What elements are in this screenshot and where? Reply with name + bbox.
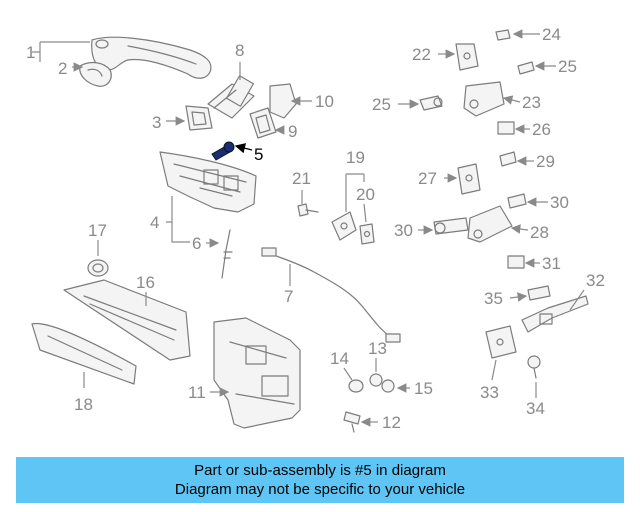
label-14: 14 — [330, 349, 349, 368]
label-7: 7 — [284, 287, 293, 306]
label-12: 12 — [382, 413, 401, 432]
label-10: 10 — [315, 92, 334, 111]
label-30-b: 30 — [550, 193, 569, 212]
label-9: 9 — [288, 122, 297, 141]
part-35-bolt[interactable] — [527, 285, 551, 301]
label-18: 18 — [74, 395, 93, 414]
part-7-cable[interactable] — [261, 247, 401, 343]
label-2: 2 — [58, 59, 67, 78]
part-labels: 1 2 8 10 3 9 5 4 6 7 17 16 18 11 14 13 1… — [26, 25, 605, 432]
label-6: 6 — [192, 234, 201, 253]
leader-lines — [32, 29, 585, 427]
part-4-handle-bracket[interactable] — [159, 151, 257, 213]
part-17-grommet[interactable] — [87, 259, 109, 277]
part-20-plate[interactable] — [359, 223, 375, 245]
part-21-stud[interactable] — [297, 203, 319, 217]
label-25-b: 25 — [558, 57, 577, 76]
label-22: 22 — [412, 45, 431, 64]
label-33: 33 — [480, 383, 499, 402]
part-3-seal[interactable] — [185, 105, 213, 131]
part-30-bolt-b[interactable] — [507, 193, 527, 209]
label-28: 28 — [530, 223, 549, 242]
part-28-hinge[interactable] — [467, 205, 513, 243]
label-32: 32 — [586, 271, 605, 290]
part-6-rod[interactable] — [221, 229, 233, 279]
part-11-lock-actuator[interactable] — [213, 317, 301, 429]
part-23-hinge[interactable] — [463, 81, 505, 117]
label-13: 13 — [368, 339, 387, 358]
label-15: 15 — [414, 379, 433, 398]
part-5-screw[interactable] — [211, 141, 235, 161]
banner-line-1: Part or sub-assembly is #5 in diagram — [194, 462, 446, 479]
label-24: 24 — [542, 25, 561, 44]
part-34-bolt[interactable] — [527, 355, 541, 379]
label-5: 5 — [254, 145, 263, 164]
part-22-hinge[interactable] — [455, 43, 479, 71]
label-21: 21 — [292, 169, 311, 188]
label-30-a: 30 — [394, 221, 413, 240]
label-34: 34 — [526, 399, 545, 418]
part-16-inside-handle[interactable] — [63, 279, 191, 361]
part-18-bezel[interactable] — [31, 322, 137, 385]
label-17: 17 — [88, 221, 107, 240]
label-23: 23 — [522, 93, 541, 112]
info-banner: Part or sub-assembly is #5 in diagram Di… — [16, 457, 624, 503]
label-1: 1 — [26, 43, 35, 62]
part-33-bracket[interactable] — [485, 325, 517, 359]
part-13-bushing[interactable] — [369, 373, 383, 387]
part-29-bolt[interactable] — [499, 151, 517, 167]
label-19: 19 — [346, 148, 365, 167]
part-8-lock-cylinder[interactable] — [207, 75, 255, 119]
leader-line-5 — [234, 143, 253, 154]
label-4: 4 — [150, 213, 159, 232]
part-32-check-strap[interactable] — [521, 295, 589, 333]
part-25-bolt-a[interactable] — [419, 95, 443, 111]
part-12-bolt[interactable] — [343, 411, 361, 433]
label-3: 3 — [152, 113, 161, 132]
part-24-bolt[interactable] — [495, 29, 511, 41]
label-11: 11 — [188, 383, 206, 402]
label-29: 29 — [536, 152, 555, 171]
part-26-bushing[interactable] — [497, 121, 515, 135]
part-15-cap[interactable] — [381, 379, 395, 393]
label-20: 20 — [356, 185, 375, 204]
label-27: 27 — [418, 169, 437, 188]
part-30-bolt-a[interactable] — [433, 217, 469, 235]
banner-line-2: Diagram may not be specific to your vehi… — [174, 481, 466, 498]
part-27-hinge[interactable] — [457, 163, 481, 195]
label-8: 8 — [235, 41, 244, 60]
label-26: 26 — [532, 120, 551, 139]
part-2-gasket[interactable] — [79, 61, 112, 87]
label-16: 16 — [136, 273, 155, 292]
part-19-striker[interactable] — [331, 211, 357, 241]
label-35: 35 — [484, 289, 503, 308]
label-31: 31 — [542, 254, 561, 273]
part-25-bolt-b[interactable] — [517, 61, 535, 75]
part-10-cover[interactable] — [269, 83, 297, 119]
part-31-bushing[interactable] — [507, 255, 525, 269]
part-14-bushing[interactable] — [348, 379, 364, 393]
parts-diagram: 1 2 8 10 3 9 5 4 6 7 17 16 18 11 14 13 1… — [26, 25, 605, 433]
label-25-a: 25 — [372, 95, 391, 114]
